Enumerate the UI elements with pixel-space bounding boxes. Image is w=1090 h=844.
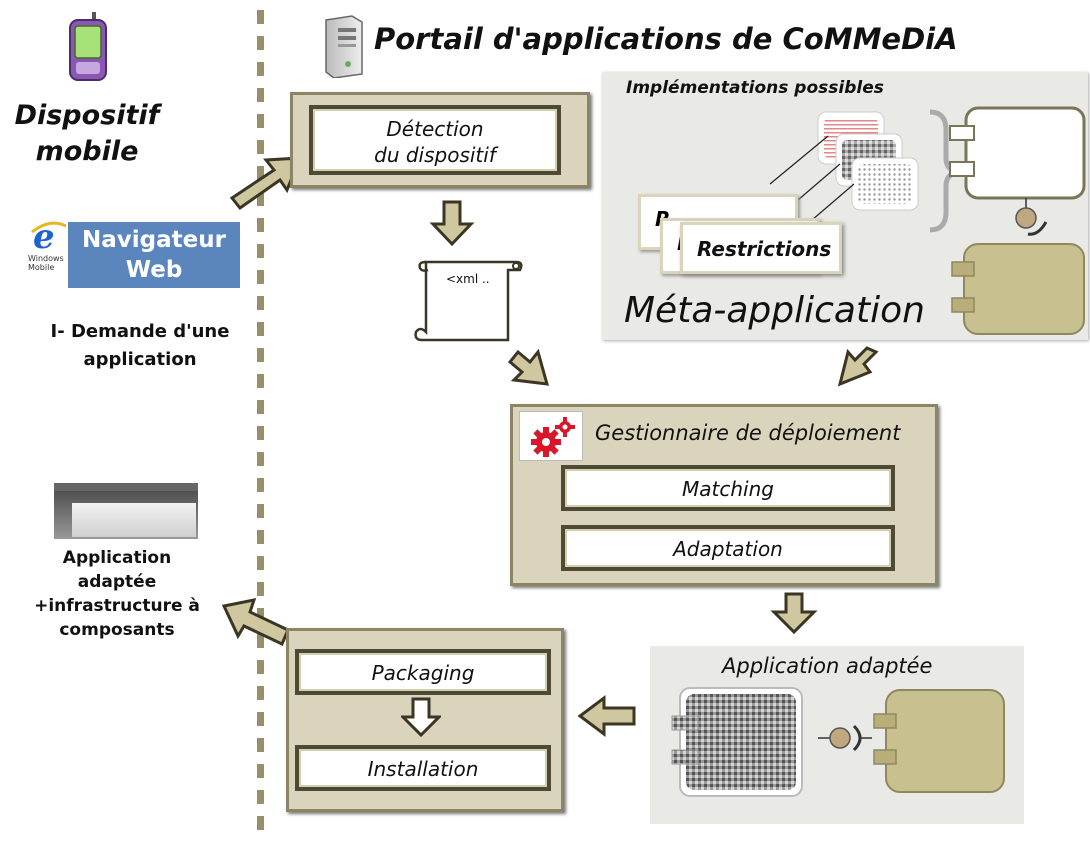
restriction-card-3: Restrictions (680, 222, 842, 274)
device-title: Dispositif mobile (14, 100, 160, 167)
arrow-detection-to-xml (429, 200, 475, 247)
packaging-label: Packaging (371, 661, 475, 685)
arrow-meta-to-manager (837, 346, 879, 387)
arrow-xml-to-manager (507, 348, 550, 386)
browser-box: Navigateur Web (68, 222, 240, 288)
meta-application-title: Méta-application (624, 290, 925, 331)
portal-title: Portail d'applications de CoMMeDiA (374, 22, 958, 56)
xml-text: <xml .. (446, 272, 490, 286)
mobile-phone-icon (62, 12, 114, 82)
detection-panel: Détection du dispositif (290, 92, 590, 188)
request-label: I- Demande d'une application (50, 321, 230, 370)
packaging-down-arrow (401, 697, 441, 737)
adaptation-box[interactable]: Adaptation (561, 525, 895, 571)
installation-label: Installation (367, 757, 479, 781)
detection-label-2: du dispositif (374, 143, 496, 167)
adapted-components (671, 687, 1005, 797)
adapted-application-panel: Application adaptée (650, 646, 1024, 824)
meta-application-panel: Implémentations possibles (602, 72, 1088, 340)
gears-icon (531, 417, 575, 457)
packaging-box[interactable]: Packaging (295, 649, 551, 695)
detection-box[interactable]: Détection du dispositif (309, 105, 561, 175)
matching-label: Matching (682, 477, 774, 501)
implementations-header: Implémentations possibles (626, 78, 884, 98)
separator-line (257, 10, 264, 840)
server-icon (318, 14, 366, 79)
windows-mobile-label: Windows Mobile (28, 254, 64, 272)
ie-icon: e (30, 217, 68, 257)
result-label: Application adaptée +infrastructure à co… (34, 548, 200, 640)
restriction-label: Restrictions (697, 237, 832, 261)
installation-box[interactable]: Installation (295, 745, 551, 791)
matching-box[interactable]: Matching (561, 465, 895, 511)
adaptation-label: Adaptation (673, 537, 783, 561)
xml-document: <xml .. (412, 254, 524, 348)
detection-label-1: Détection (386, 117, 484, 141)
deployment-manager-panel: Gestionnaire de déploiement Matching Ada… (510, 404, 938, 586)
arrow-install-to-result (221, 598, 290, 647)
gears-icon-box (519, 411, 583, 461)
arrow-adapted-to-install (577, 695, 636, 737)
deployment-manager-title: Gestionnaire de déploiement (595, 421, 901, 445)
adapted-application-title: Application adaptée (722, 654, 933, 678)
arrow-manager-to-adapted (770, 592, 818, 635)
implementation-thumbnails (769, 106, 1086, 335)
app-window-icon (54, 483, 198, 539)
installation-panel: Packaging Installation (286, 628, 564, 812)
